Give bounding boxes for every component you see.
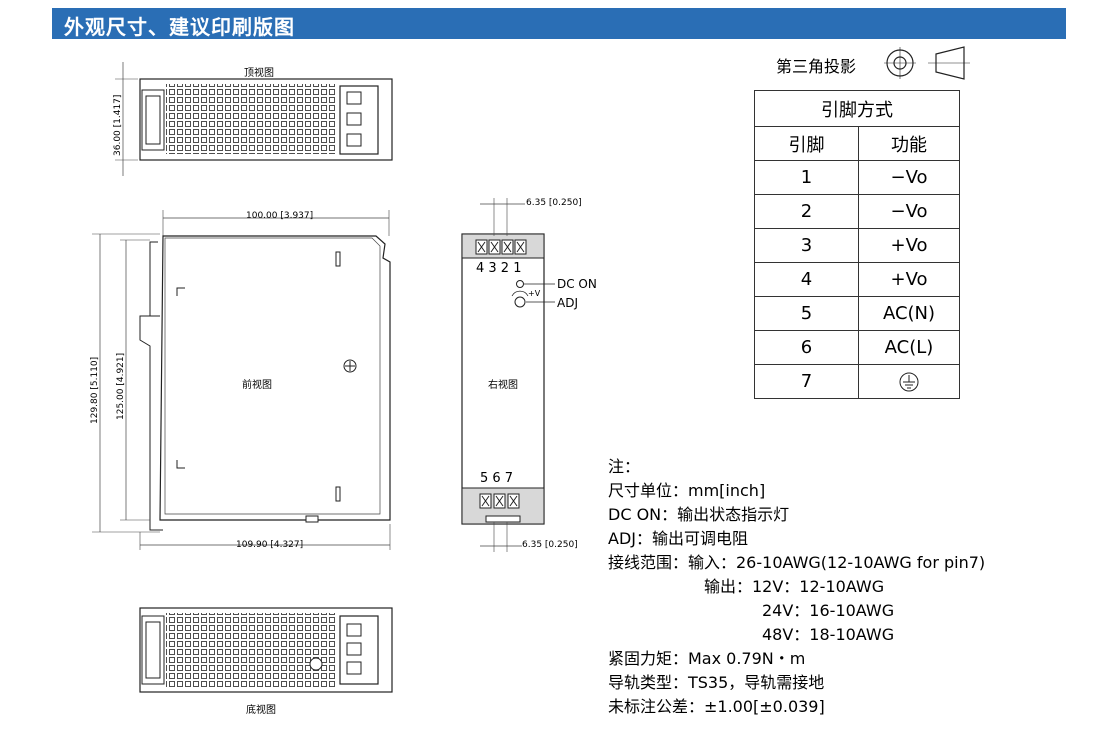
note-line: 未标注公差：±1.00[±0.039] — [608, 697, 825, 716]
function-cell: −Vo — [858, 160, 960, 195]
adj-label: ADJ — [557, 296, 578, 310]
notes-block: 注： 尺寸单位：mm[inch] DC ON：输出状态指示灯 ADJ：输出可调电… — [608, 455, 985, 719]
right-view-label: 右视图 — [488, 380, 518, 391]
top-view-label: 顶视图 — [244, 68, 274, 79]
section-title: 外观尺寸、建议印刷版图 — [64, 15, 295, 39]
notes-heading: 注： — [608, 457, 641, 476]
section-header: 外观尺寸、建议印刷版图 — [52, 8, 1066, 39]
ground-icon — [899, 372, 919, 391]
dim-pitch-top: 6.35 [0.250] — [526, 198, 582, 208]
function-cell: +Vo — [858, 228, 960, 263]
bottom-view-label: 底视图 — [246, 705, 276, 716]
note-line: 紧固力矩：Max 0.79N・m — [608, 649, 806, 668]
dim-front-width: 100.00 [3.937] — [246, 211, 314, 221]
dc-on-label: DC ON — [557, 277, 597, 291]
note-line: 尺寸单位：mm[inch] — [608, 481, 766, 500]
pin-cell: 7 — [754, 364, 859, 399]
table-row: 1−Vo — [754, 160, 960, 195]
function-cell: +Vo — [858, 262, 960, 297]
function-cell: AC(N) — [858, 296, 960, 331]
bottom-view-drawing — [139, 607, 393, 693]
dim-total-height: 129.80 [5.110] — [90, 356, 100, 424]
pin-cell: 3 — [754, 228, 859, 263]
projection-label: 第三角投影 — [776, 57, 857, 76]
pin-cell: 1 — [754, 160, 859, 195]
pin-column-header: 引脚 — [754, 126, 859, 161]
front-view-drawing — [92, 210, 391, 550]
table-row: 2−Vo — [754, 194, 960, 229]
top-terminal-numbers: 4 3 2 1 — [476, 261, 522, 276]
table-row: 4+Vo — [754, 262, 960, 297]
note-line: DC ON：输出状态指示灯 — [608, 505, 790, 524]
note-line: 48V：18-10AWG — [762, 625, 895, 644]
note-line: 导轨类型：TS35，导轨需接地 — [608, 673, 825, 692]
pin-cell: 4 — [754, 262, 859, 297]
function-cell: −Vo — [858, 194, 960, 229]
function-cell — [858, 364, 960, 399]
pin-cell: 5 — [754, 296, 859, 331]
pin-table-title: 引脚方式 — [754, 90, 960, 127]
note-line: 接线范围：输入：26-10AWG(12-10AWG for pin7) — [608, 553, 986, 572]
pin-cell: 2 — [754, 194, 859, 229]
note-line: ADJ：输出可调电阻 — [608, 529, 748, 548]
front-view-label: 前视图 — [242, 380, 272, 391]
table-row: 7 — [754, 364, 960, 399]
note-line: 输出：12V：12-10AWG — [704, 577, 885, 596]
plus-v-label: +V — [528, 289, 541, 298]
third-angle-projection-icon — [884, 46, 970, 80]
table-row: 3+Vo — [754, 228, 960, 263]
pin-cell: 6 — [754, 330, 859, 365]
dim-pitch-bottom: 6.35 [0.250] — [522, 540, 578, 550]
right-view-drawing — [461, 198, 555, 552]
dim-top-height: 36.00 [1.417] — [113, 94, 123, 156]
function-cell: AC(L) — [858, 330, 960, 365]
function-column-header: 功能 — [858, 126, 960, 161]
dim-total-width: 109.90 [4.327] — [236, 540, 304, 550]
bottom-terminal-numbers: 5 6 7 — [480, 471, 514, 486]
top-view-drawing — [115, 62, 393, 176]
note-line: 24V：16-10AWG — [762, 601, 895, 620]
dim-body-height: 125.00 [4.921] — [116, 352, 126, 420]
